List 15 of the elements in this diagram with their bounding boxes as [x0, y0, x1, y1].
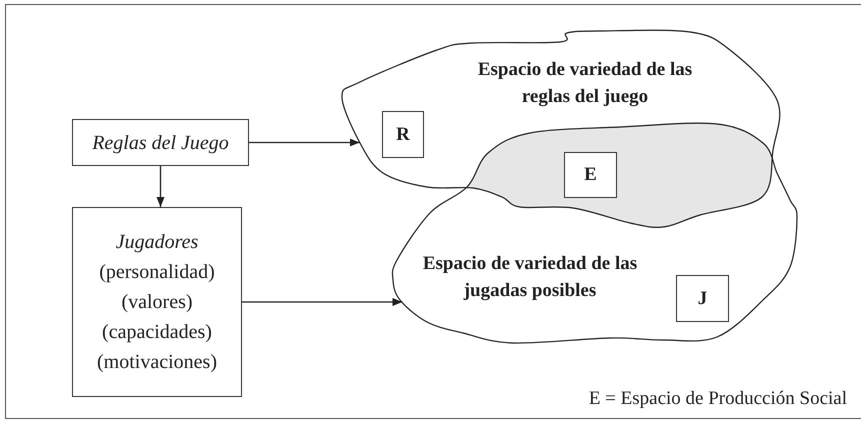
- region-title: Espacio de variedad de las jugadas posibles: [422, 252, 638, 303]
- box-text: (motivaciones): [97, 350, 217, 375]
- arrow: [242, 298, 402, 306]
- rules-box: [72, 119, 249, 166]
- arrow: [249, 138, 360, 146]
- legend-note: E = Espacio de Producción Social: [588, 388, 847, 410]
- box-text: (personalidad): [99, 260, 215, 285]
- players-box: [72, 207, 242, 397]
- arrow: [156, 166, 164, 207]
- box-title: Jugadores: [116, 230, 198, 255]
- box-text: (valores): [121, 290, 193, 315]
- letter-box: [676, 275, 729, 322]
- box-title: Reglas del Juego: [92, 130, 229, 154]
- box-text: (capacidades): [102, 320, 212, 345]
- box-title: J: [698, 286, 708, 310]
